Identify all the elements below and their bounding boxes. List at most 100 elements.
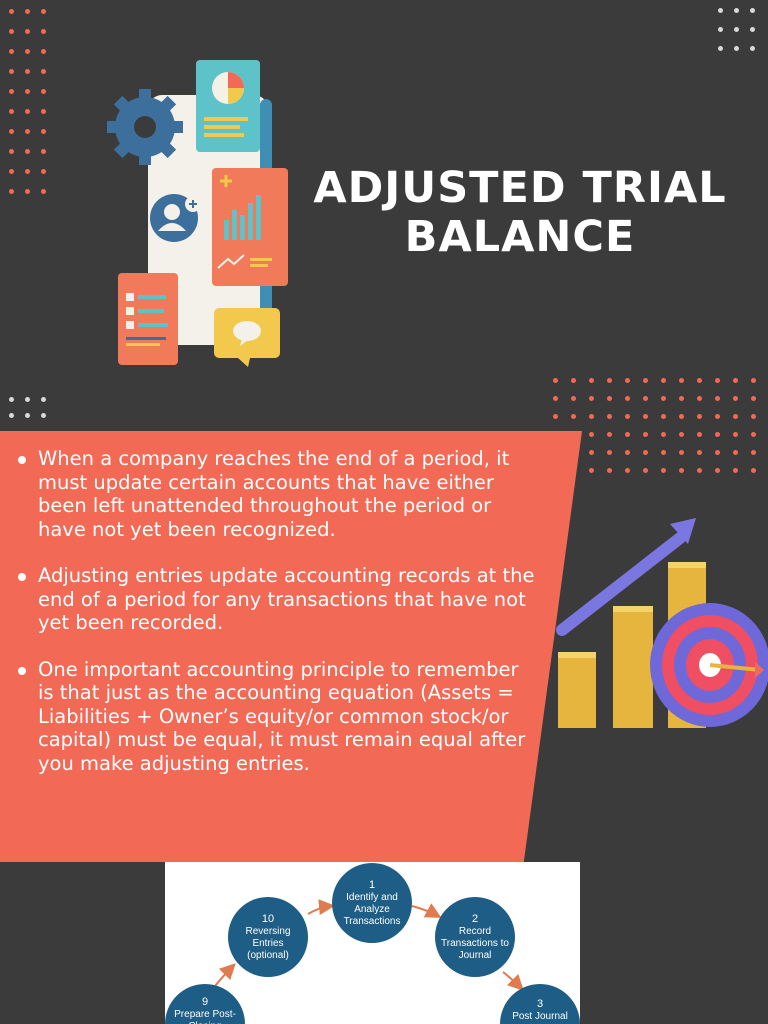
decorative-dot	[607, 396, 612, 401]
decorative-dot	[25, 397, 30, 402]
decorative-dot	[589, 396, 594, 401]
decorative-dot	[679, 414, 684, 419]
decorative-dot	[25, 29, 30, 34]
decorative-dot	[661, 396, 666, 401]
decorative-dot	[679, 396, 684, 401]
decorative-dot	[661, 414, 666, 419]
decorative-dot	[750, 27, 755, 32]
dot-grid-top-right	[718, 8, 755, 51]
decorative-dot	[643, 432, 648, 437]
decorative-dot	[41, 109, 46, 114]
decorative-dot	[679, 378, 684, 383]
decorative-dot	[661, 468, 666, 473]
decorative-dot	[734, 46, 739, 51]
decorative-dot	[41, 49, 46, 54]
decorative-dot	[661, 432, 666, 437]
decorative-dot	[643, 468, 648, 473]
dot-grid-middle-right	[553, 378, 756, 473]
decorative-dot	[751, 396, 756, 401]
decorative-dot	[9, 89, 14, 94]
decorative-dot	[9, 109, 14, 114]
decorative-dot	[734, 27, 739, 32]
cycle-step-1: 1 Identify and Analyze Transactions	[332, 863, 412, 943]
bullet-item: When a company reaches the end of a peri…	[16, 447, 536, 541]
decorative-dot	[751, 414, 756, 419]
step-label: Prepare Post-Closing	[174, 1009, 236, 1024]
decorative-dot	[571, 396, 576, 401]
page-title: ADJUSTED TRIAL BALANCE	[300, 164, 740, 262]
decorative-dot	[41, 413, 46, 418]
step-label: Identify and Analyze Transactions	[343, 891, 401, 927]
decorative-dot	[697, 378, 702, 383]
step-label: Record Transactions to Journal	[441, 925, 509, 961]
decorative-dot	[751, 468, 756, 473]
title-line-2: BALANCE	[404, 212, 636, 262]
decorative-dot	[41, 169, 46, 174]
decorative-dot	[697, 414, 702, 419]
step-number: 10	[261, 912, 275, 925]
decorative-dot	[625, 396, 630, 401]
decorative-dot	[25, 169, 30, 174]
decorative-dot	[9, 29, 14, 34]
decorative-dot	[715, 432, 720, 437]
decorative-dot	[41, 89, 46, 94]
decorative-dot	[589, 378, 594, 383]
step-label: Reversing Entries (optional)	[245, 925, 291, 961]
growth-chart-target-illustration-icon	[556, 518, 768, 728]
decorative-dot	[607, 414, 612, 419]
decorative-dot	[733, 378, 738, 383]
decorative-dot	[715, 468, 720, 473]
decorative-dot	[25, 49, 30, 54]
decorative-dot	[41, 189, 46, 194]
decorative-dot	[661, 378, 666, 383]
decorative-dot	[41, 29, 46, 34]
decorative-dot	[25, 149, 30, 154]
step-label: Post Journal	[512, 1011, 568, 1022]
decorative-dot	[607, 468, 612, 473]
decorative-dot	[718, 8, 723, 13]
decorative-dot	[625, 432, 630, 437]
decorative-dot	[9, 69, 14, 74]
decorative-dot	[589, 432, 594, 437]
bullet-list: When a company reaches the end of a peri…	[16, 447, 536, 798]
decorative-dot	[625, 414, 630, 419]
decorative-dot	[734, 8, 739, 13]
decorative-dot	[9, 169, 14, 174]
cycle-step-10: 10 Reversing Entries (optional)	[228, 897, 308, 977]
decorative-dot	[25, 109, 30, 114]
accounting-cycle-diagram: 1 Identify and Analyze Transactions 2 Re…	[165, 862, 580, 1024]
decorative-dot	[589, 450, 594, 455]
decorative-dot	[589, 414, 594, 419]
decorative-dot	[553, 396, 558, 401]
decorative-dot	[733, 450, 738, 455]
decorative-dot	[679, 450, 684, 455]
decorative-dot	[679, 468, 684, 473]
cycle-step-2: 2 Record Transactions to Journal	[435, 897, 515, 977]
phone-dashboard-illustration-icon	[107, 60, 288, 367]
decorative-dot	[9, 397, 14, 402]
decorative-dot	[9, 49, 14, 54]
decorative-dot	[751, 450, 756, 455]
decorative-dot	[643, 378, 648, 383]
decorative-dot	[589, 468, 594, 473]
decorative-dot	[41, 149, 46, 154]
step-number: 1	[368, 878, 376, 891]
decorative-dot	[625, 378, 630, 383]
decorative-dot	[718, 46, 723, 51]
decorative-dot	[25, 89, 30, 94]
decorative-dot	[625, 450, 630, 455]
decorative-dot	[718, 27, 723, 32]
decorative-dot	[9, 129, 14, 134]
decorative-dot	[41, 69, 46, 74]
decorative-dot	[553, 414, 558, 419]
decorative-dot	[643, 450, 648, 455]
decorative-dot	[697, 468, 702, 473]
decorative-dot	[750, 8, 755, 13]
decorative-dot	[41, 397, 46, 402]
step-number: 2	[471, 912, 479, 925]
step-number: 3	[536, 998, 544, 1010]
coral-panel	[0, 431, 582, 862]
decorative-dot	[697, 450, 702, 455]
dot-grid-top-left	[9, 9, 46, 194]
decorative-dot	[25, 9, 30, 14]
